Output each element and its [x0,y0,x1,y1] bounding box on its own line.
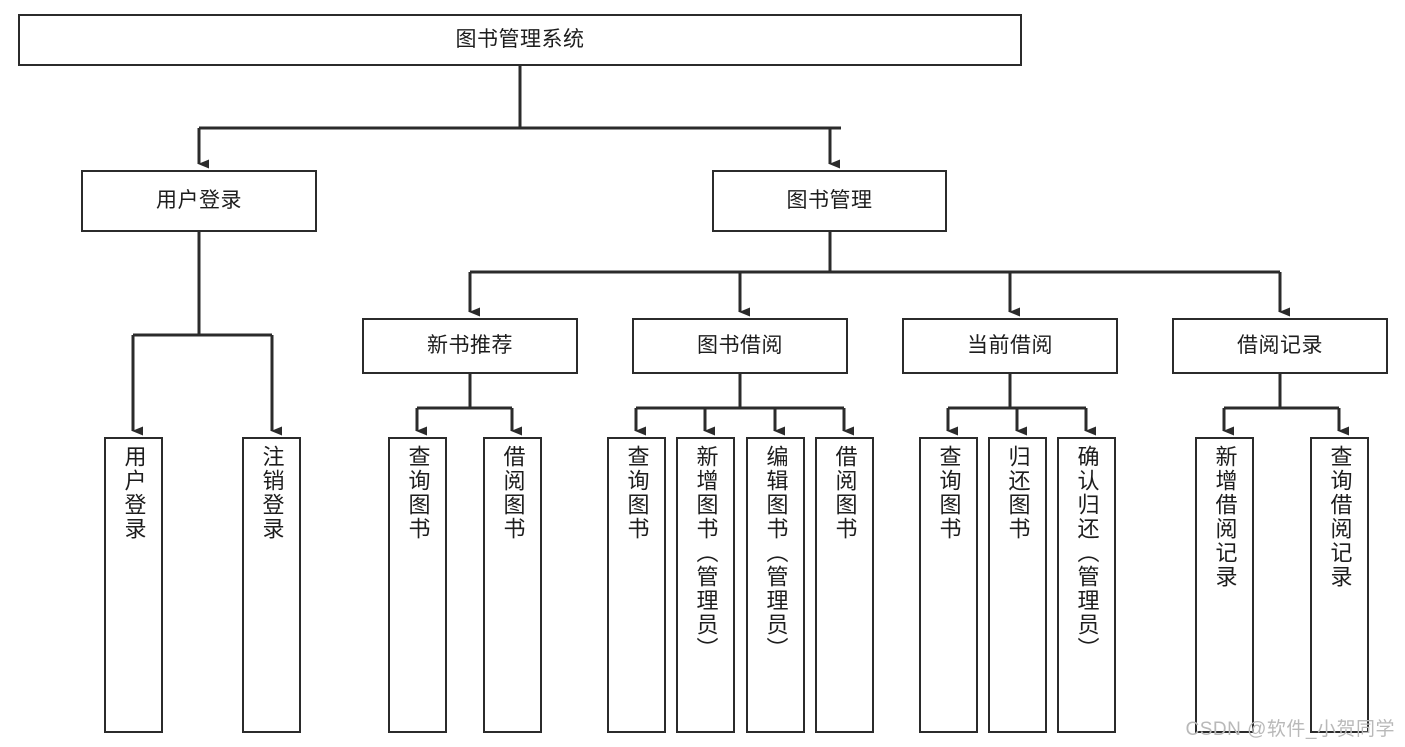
node-label: 借阅图书 [500,445,526,541]
node-new-book-recommend[interactable]: 新书推荐 [362,318,578,374]
node-leaf-user-login[interactable]: 用户登录 [104,437,163,733]
node-user-login[interactable]: 用户登录 [81,170,317,232]
node-label: 归还图书 [1005,445,1031,541]
node-label: 当前借阅 [967,333,1053,357]
node-label: 新书推荐 [427,333,513,357]
node-current-borrow[interactable]: 当前借阅 [902,318,1118,374]
node-leaf-add-book[interactable]: 新增图书（管理员） [676,437,735,733]
node-label: 查询图书 [936,445,962,541]
node-label: 新增图书（管理员） [693,445,719,661]
node-label: 用户登录 [156,188,242,212]
node-label: 用户登录 [121,445,147,541]
node-borrow-record[interactable]: 借阅记录 [1172,318,1388,374]
node-leaf-query-book-2[interactable]: 查询图书 [607,437,666,733]
node-label: 编辑图书（管理员） [763,445,789,661]
node-leaf-logout[interactable]: 注销登录 [242,437,301,733]
node-book-borrow[interactable]: 图书借阅 [632,318,848,374]
node-label: 确认归还（管理员） [1074,445,1100,661]
node-label: 图书管理系统 [455,27,585,51]
node-label: 查询图书 [405,445,431,541]
node-label: 新增借阅记录 [1212,445,1238,589]
node-leaf-return-book[interactable]: 归还图书 [988,437,1047,733]
node-label: 查询借阅记录 [1327,445,1353,589]
node-leaf-query-borrow-record[interactable]: 查询借阅记录 [1310,437,1369,733]
node-label: 图书借阅 [697,333,783,357]
node-leaf-borrow-book-1[interactable]: 借阅图书 [483,437,542,733]
node-leaf-borrow-book-2[interactable]: 借阅图书 [815,437,874,733]
node-book-manage[interactable]: 图书管理 [712,170,947,232]
node-leaf-query-book-3[interactable]: 查询图书 [919,437,978,733]
node-leaf-edit-book[interactable]: 编辑图书（管理员） [746,437,805,733]
node-label: 注销登录 [259,445,285,541]
node-leaf-add-borrow-record[interactable]: 新增借阅记录 [1195,437,1254,733]
node-label: 借阅图书 [832,445,858,541]
node-leaf-confirm-return[interactable]: 确认归还（管理员） [1057,437,1116,733]
node-label: 借阅记录 [1237,333,1323,357]
node-label: 图书管理 [786,188,873,212]
node-leaf-query-book-1[interactable]: 查询图书 [388,437,447,733]
node-label: 查询图书 [624,445,650,541]
node-root-system[interactable]: 图书管理系统 [18,14,1022,66]
